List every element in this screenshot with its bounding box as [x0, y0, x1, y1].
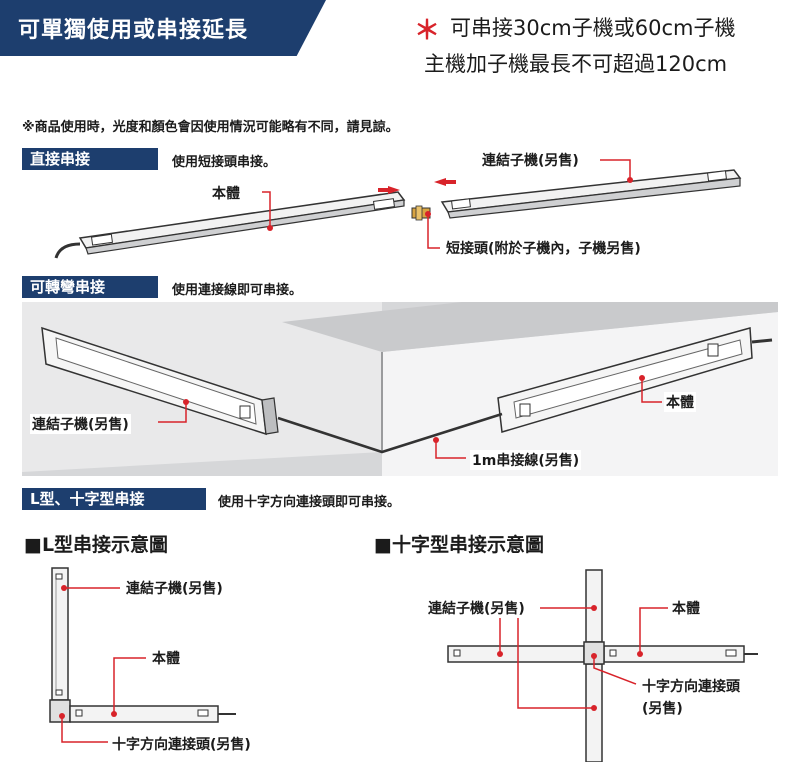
l-horizontal-main-unit: [69, 705, 219, 723]
direct-main-callout: 本體: [210, 183, 242, 203]
cross-diagram-heading: ■十字型串接示意圖: [374, 534, 544, 556]
connection-cable: [277, 412, 503, 454]
l-cross-joint: [49, 699, 71, 723]
disclaimer-text: ※商品使用時，光度和顏色會因使用情況可能略有不同，請見諒。: [22, 120, 399, 135]
wall-top-face: [282, 302, 778, 352]
main-unit-bar: [54, 191, 406, 259]
title-banner: [0, 0, 326, 56]
cross-main-callout: 本體: [670, 598, 702, 618]
section-lx-label: L型、十字型串接: [22, 488, 206, 510]
page-title: 可單獨使用或串接延長: [18, 18, 249, 43]
sub-unit-bar: [440, 169, 742, 219]
corner-main-unit-bar: [497, 327, 773, 433]
cross-bottom-sub-unit: [585, 663, 603, 762]
arrow-left-icon: [434, 178, 446, 186]
cross-shape-illustration: [447, 569, 758, 762]
direct-connection-illustration: [54, 159, 742, 259]
l-sub-callout: 連結子機(另售): [124, 578, 225, 598]
cross-left-sub-unit: [447, 645, 585, 663]
spec-note-line2: 主機加子機最長不可超過120cm: [424, 52, 728, 76]
cross-joint-callout-line1: 十字方向連接頭: [640, 676, 742, 696]
arrow-right-icon: [388, 186, 400, 194]
direct-joint-callout: 短接頭(附於子機內，子機另售): [444, 238, 643, 258]
asterisk-mark: ＊: [414, 16, 441, 46]
bend-sub-callout: 連結子機(另售): [30, 414, 131, 434]
bend-main-callout: 本體: [664, 392, 696, 412]
section-direct-desc: 使用短接頭串接。: [172, 155, 277, 170]
spec-note-line1: 可串接30cm子機或60cm子機: [450, 16, 736, 40]
cross-right-main-unit: [603, 645, 745, 663]
l-shape-illustration: [49, 567, 236, 743]
corner-sub-unit-bar: [41, 326, 279, 436]
l-joint-callout: 十字方向連接頭(另售): [110, 734, 253, 754]
section-bend-desc: 使用連接線即可串接。: [172, 283, 303, 298]
direct-sub-callout: 連結子機(另售): [480, 150, 581, 170]
section-bend-label: 可轉彎串接: [22, 276, 158, 298]
corner-connection-illustration: [22, 302, 778, 476]
section-lx-desc: 使用十字方向連接頭即可串接。: [218, 495, 401, 510]
l-diagram-heading: ■L型串接示意圖: [24, 534, 169, 556]
cross-joint-callout-line2: (另售): [640, 698, 685, 718]
bend-cable-callout: 1m串接線(另售): [470, 450, 582, 470]
cross-sub-callout: 連結子機(另售): [426, 598, 527, 618]
section-direct-label: 直接串接: [22, 148, 158, 170]
l-main-callout: 本體: [150, 648, 182, 668]
